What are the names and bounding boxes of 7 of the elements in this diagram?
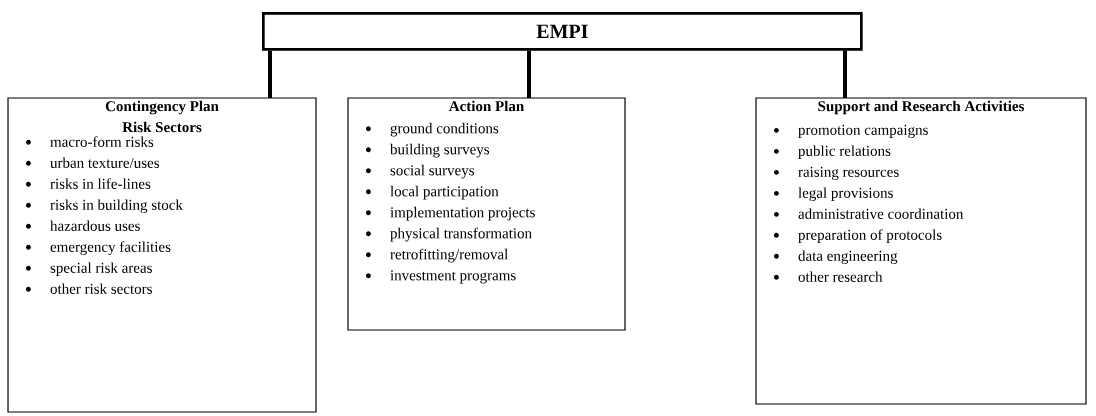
connector-line (527, 50, 531, 98)
connector-line (843, 50, 847, 98)
list-box: Contingency Plan Risk Sectors macro-form risks urban texture/uses risks in life-lines risks in building stock hazardous uses emergency facilities special risk areas other risk sectors (7, 97, 317, 413)
list-box: Support and Research Activities promotion campaigns public relations raising resources legal provisions administrative coordination preparation of protocols data engineering other research (755, 97, 1087, 405)
title-box: EMPI (262, 12, 863, 51)
connector-line (268, 50, 272, 98)
list-box: Action Plan ground conditions building surveys social surveys local participation implementation projects physical transformation retrofitting/removal investment programs (347, 97, 626, 331)
